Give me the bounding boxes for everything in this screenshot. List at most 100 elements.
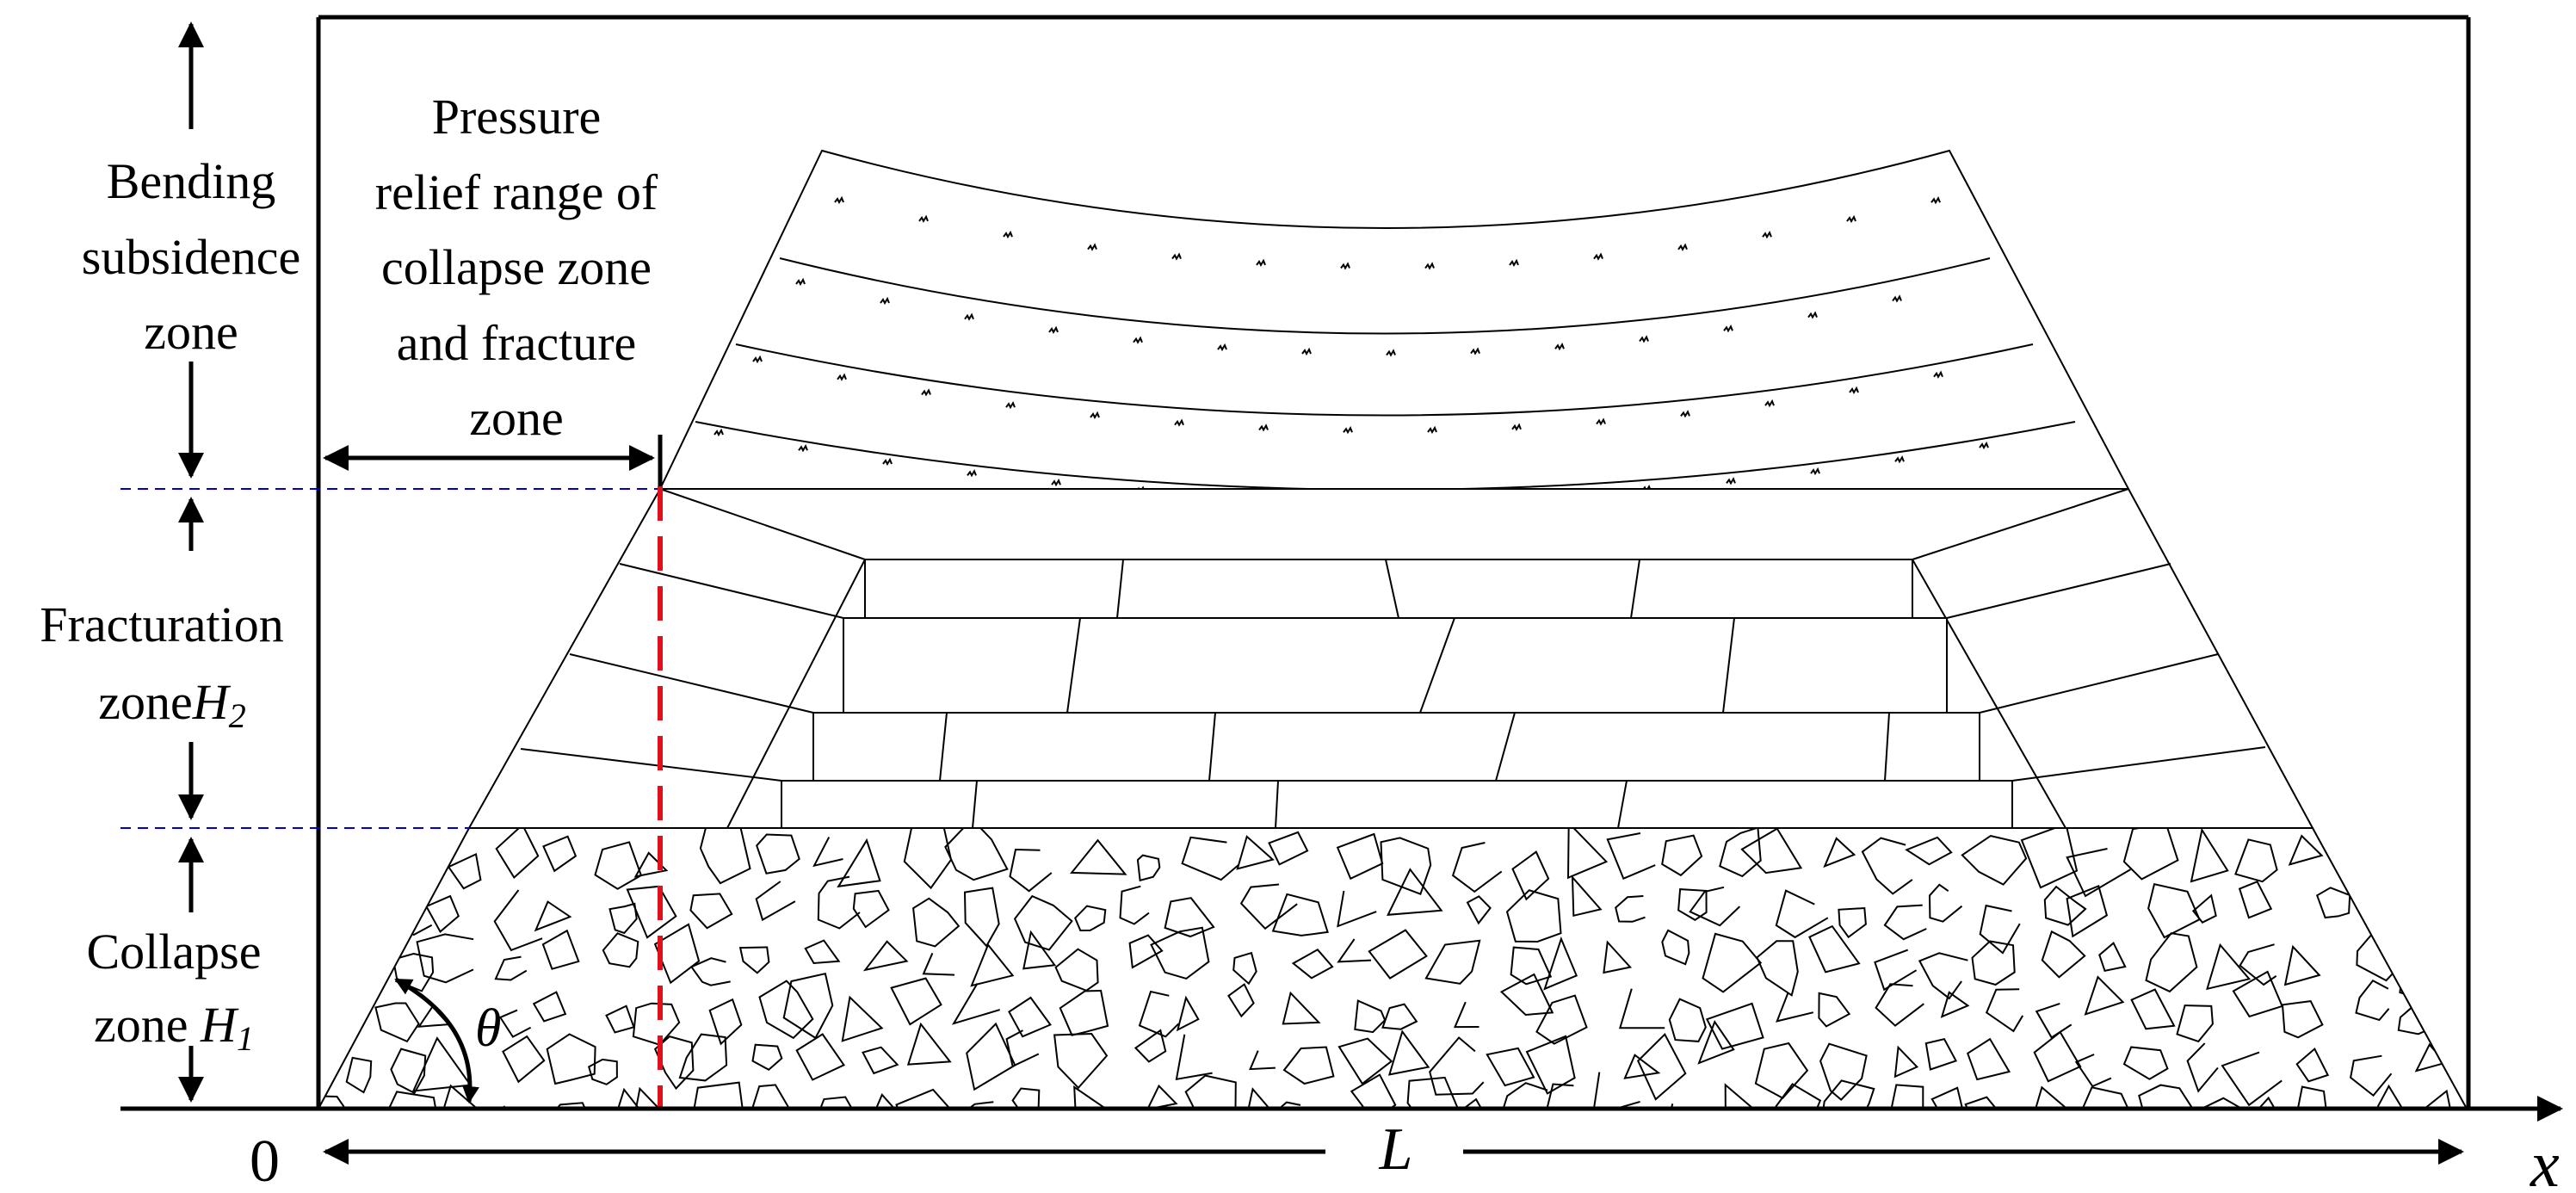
rubble-fragment: [541, 929, 580, 970]
rubble-fragment: [755, 881, 796, 922]
rubble-fragment: [1380, 837, 1432, 896]
rubble-fragment: [1819, 1042, 1868, 1101]
rubble-fragment: [626, 885, 677, 939]
rubble-fragment: [2122, 1046, 2169, 1080]
rubble-fragment: [1702, 932, 1763, 993]
strata-mark: [834, 195, 844, 205]
rubble-fragment: [2295, 1048, 2330, 1083]
rubble-fragment: [1070, 838, 1127, 875]
rubble-fragment: [2066, 848, 2131, 898]
rubble-fragment: [2191, 893, 2217, 924]
rubble-fragment: [812, 1096, 861, 1109]
rubble-fragment: [1429, 1036, 1485, 1096]
rubble-fragment: [903, 828, 953, 890]
collapse-zone-label: Collapse zone H1: [87, 924, 262, 1058]
rubble-fragment: [1368, 929, 1428, 980]
rubble-fragment: [498, 1009, 532, 1038]
strata-mark: [1470, 347, 1480, 355]
rubble-fragment: [2098, 942, 2127, 972]
rubble-fragment: [2238, 881, 2273, 919]
rubble-fragment: [1571, 875, 1603, 918]
rubble-fragment: [1053, 1032, 1109, 1090]
strata-mark: [918, 214, 929, 223]
rubble-fragment: [1677, 888, 1708, 921]
rubble-fragment: [368, 831, 417, 890]
rubble-fragment: [1930, 1086, 1966, 1109]
rubble-fragment: [1011, 1087, 1041, 1109]
rubble-fragment: [1387, 868, 1443, 916]
strata-mark: [1979, 441, 1989, 450]
strata-mark: [1511, 423, 1522, 431]
rubble-fragment: [948, 1101, 1005, 1109]
rubble-fragment: [1924, 1037, 1958, 1071]
rubble-fragment: [2473, 1055, 2504, 1093]
rubble-fragment: [1818, 992, 1851, 1028]
rubble-fragment: [1337, 1037, 1393, 1085]
rubble-fragment: [1176, 995, 1200, 1032]
rubble-fragment: [1918, 952, 1968, 1000]
angle-theta-label: θ: [475, 999, 501, 1058]
rubble-fragment: [951, 982, 1000, 1025]
rubble-fragment: [678, 1033, 728, 1082]
rubble-fragment: [1661, 929, 1690, 966]
rubble-fragment: [495, 828, 540, 880]
rubble-fragment: [812, 837, 843, 868]
rubble-fragment: [318, 998, 346, 1031]
rubble-fragment: [318, 852, 345, 893]
rubble-fragment: [1134, 1029, 1167, 1063]
rubble-fragment: [318, 893, 374, 943]
rubble-fragment: [1819, 1079, 1875, 1109]
strata-mark: [1554, 342, 1565, 351]
rubble-fragment: [866, 1092, 904, 1109]
rubble-fragment: [1073, 1085, 1122, 1109]
fracturation-zone-label: Fracturation zoneH2: [40, 596, 283, 735]
rubble-fragment: [1979, 904, 2021, 955]
rubble-fragment: [1808, 924, 1861, 974]
rubble-fragment: [756, 833, 800, 875]
rubble-fragment: [2033, 1030, 2082, 1083]
strata-mark: [1509, 258, 1519, 268]
rubble-fragment: [708, 998, 743, 1046]
rubble-fragment: [2365, 1084, 2410, 1109]
rubble-fragment: [1008, 996, 1052, 1038]
strata-mark: [1386, 349, 1396, 357]
strata-mark: [1051, 478, 1061, 487]
strata-mark: [1892, 294, 1902, 303]
rubble-fragment: [1128, 934, 1164, 969]
rubble-fragment: [1544, 1083, 1584, 1109]
rubble-fragment: [1754, 1042, 1809, 1099]
rubble-fragment: [2437, 828, 2467, 883]
strata-mark: [964, 312, 974, 321]
rubble-fragment: [2413, 836, 2465, 887]
caved-rubble: [318, 828, 2504, 1109]
rubble-fragment: [1966, 1037, 2011, 1081]
rubble-fragment: [602, 932, 639, 968]
strata-mark: [795, 277, 806, 287]
rubble-fragment: [1719, 828, 1762, 878]
rubble-fragment: [782, 973, 834, 1040]
rubble-fragment: [758, 980, 814, 1040]
svg-text:zone: zone: [469, 390, 564, 446]
rubble-fragment: [2020, 828, 2079, 889]
svg-text:Bending: Bending: [107, 153, 276, 209]
strata-mark: [1258, 423, 1269, 432]
origin-label: 0: [250, 1128, 280, 1193]
rubble-fragment: [1282, 1046, 1335, 1085]
rubble-fragment: [1875, 983, 1924, 1027]
rubble-fragment: [1606, 832, 1656, 881]
svg-text:Collapse: Collapse: [87, 924, 262, 980]
strata-mark: [1424, 262, 1435, 270]
rubble-fragment: [1890, 1084, 1924, 1109]
strata-mark: [1810, 467, 1820, 476]
strata-mark: [1930, 195, 1941, 205]
rubble-fragment: [1136, 854, 1161, 882]
rubble-fragment: [493, 889, 543, 952]
bending-subsidence-label: Bending subsidence zone: [82, 153, 301, 360]
svg-text:Fracturation: Fracturation: [40, 596, 283, 652]
strata-mark: [713, 428, 724, 437]
rubble-fragment: [1009, 848, 1053, 893]
strata-mark: [1090, 411, 1100, 420]
rubble-fragment: [1453, 1001, 1480, 1029]
strata-mark: [921, 388, 931, 397]
rubble-fragment: [1705, 1002, 1764, 1050]
